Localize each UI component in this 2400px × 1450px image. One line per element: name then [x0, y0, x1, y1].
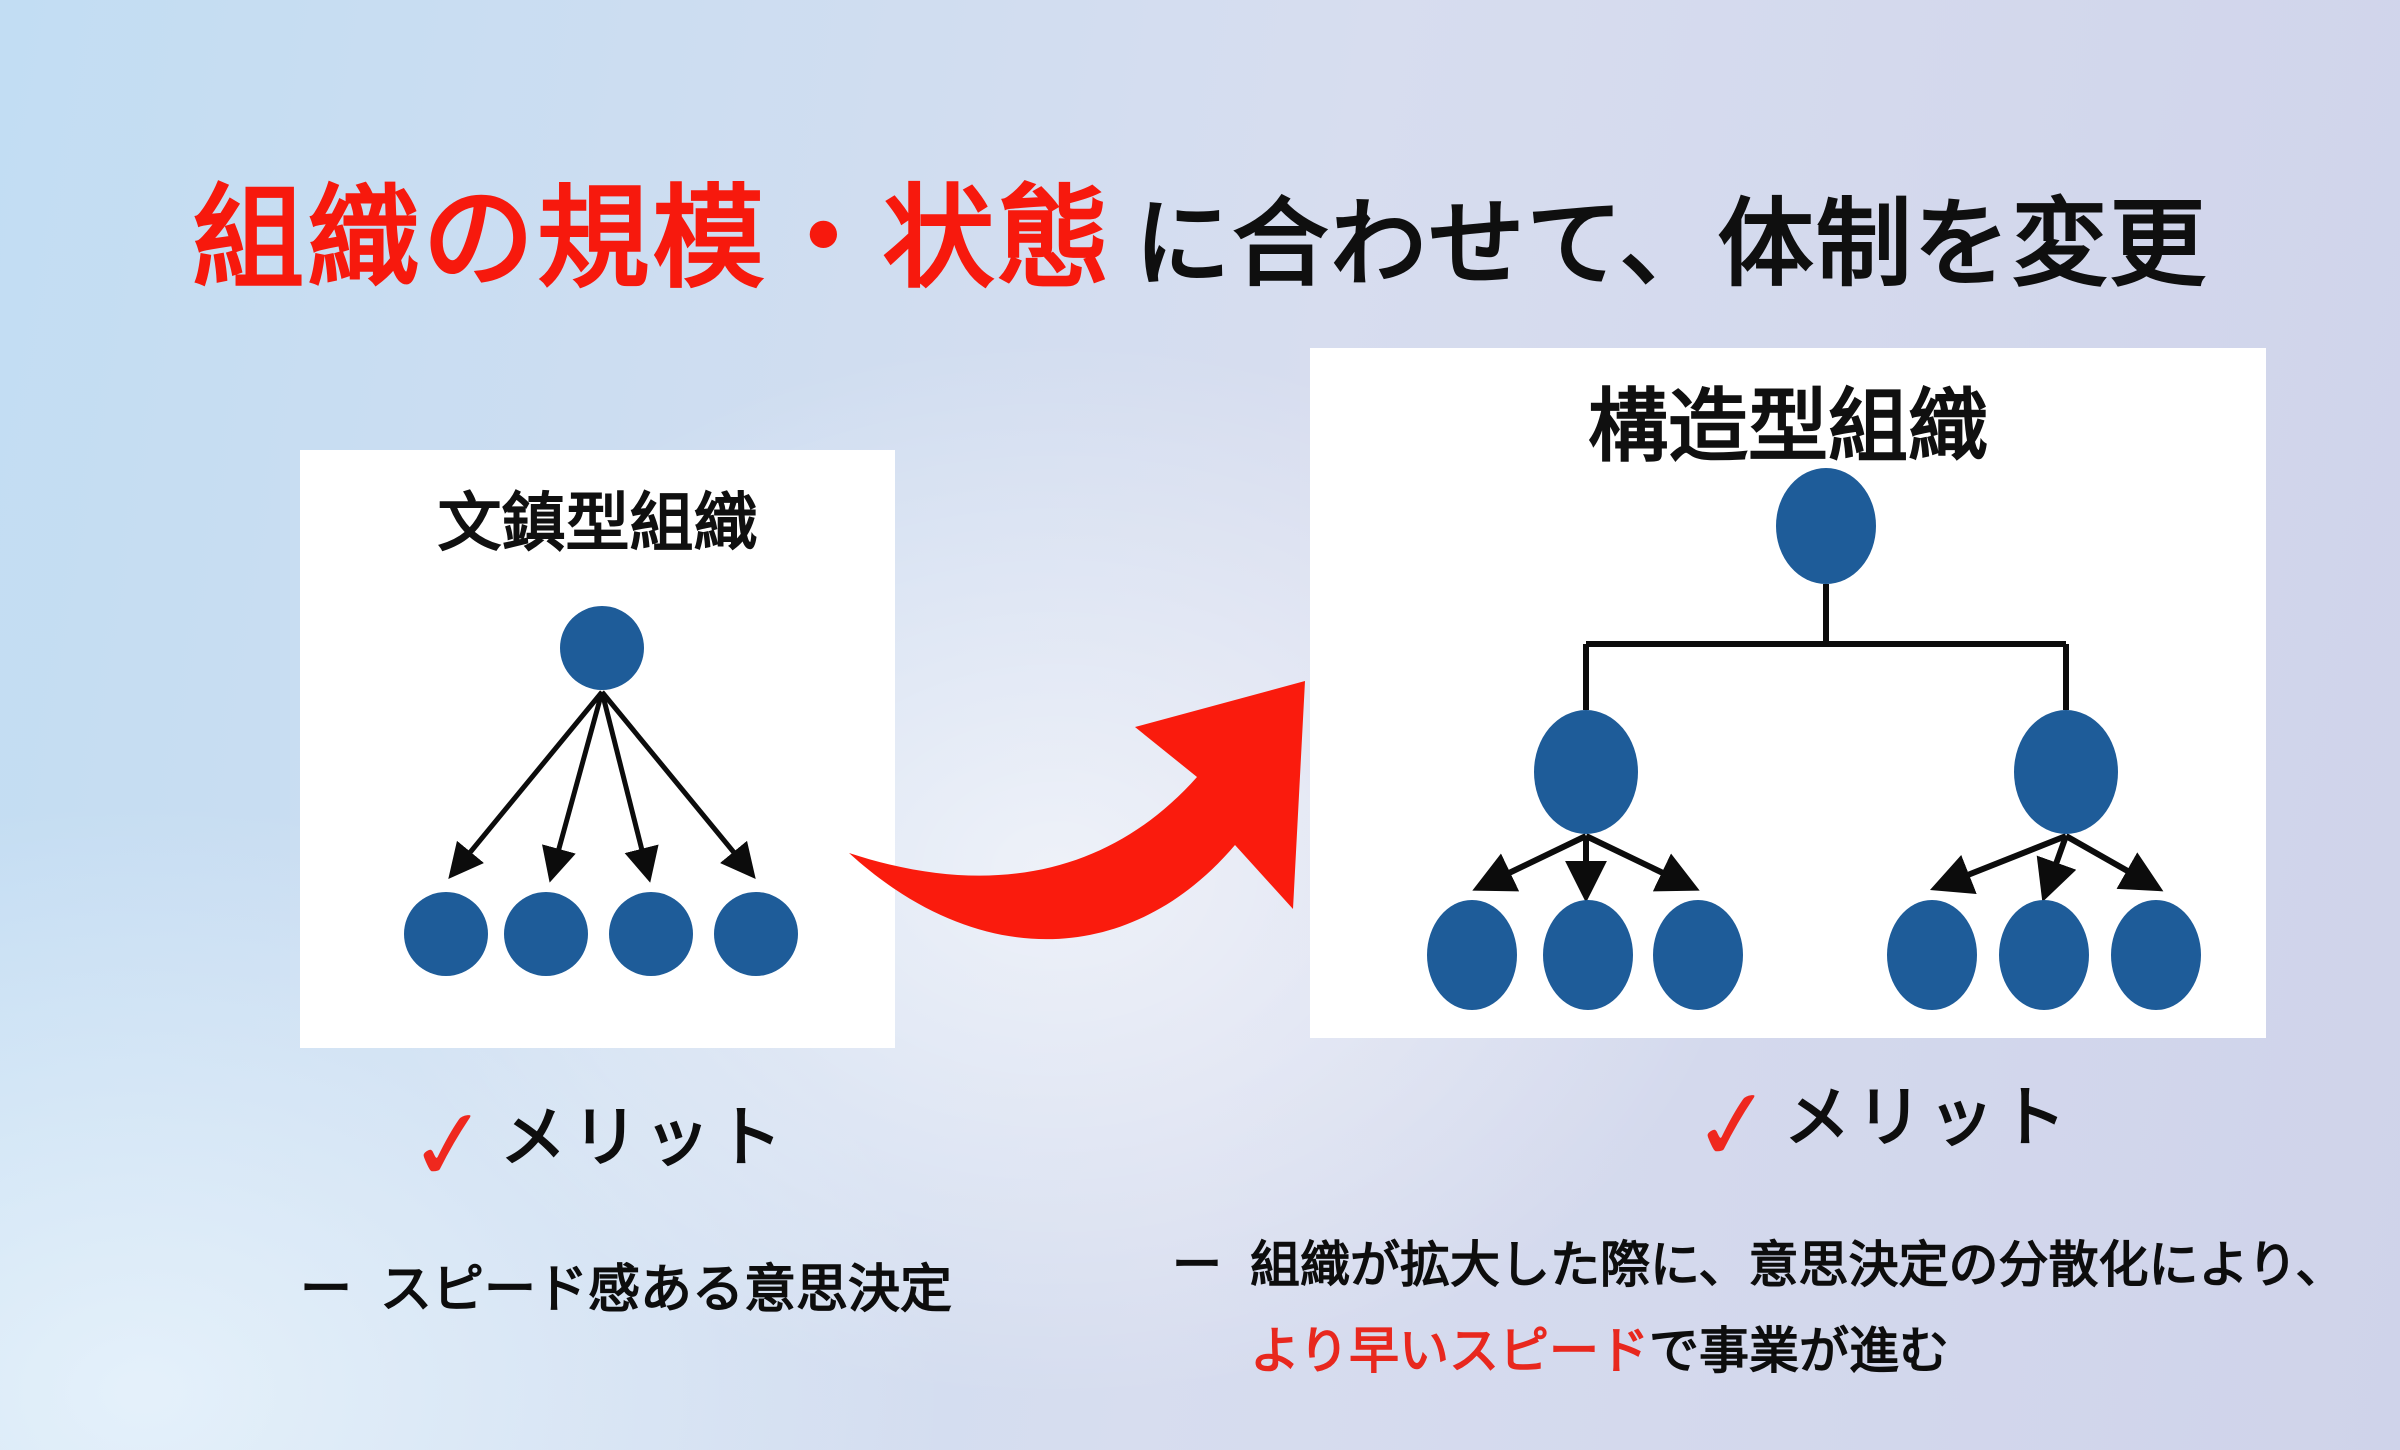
page-title-rest: に合わせて、体制を変更 [1134, 191, 2208, 298]
right-merit-bullet-text: 組織が拡大した際に、意思決定の分散化により、 より早いスピードで事業が進む [1250, 1222, 2400, 1394]
bullet-line2-rest: で事業が進む [1649, 1323, 1949, 1379]
flat-org-arrows [448, 690, 756, 883]
bullet-dash: ー [300, 1261, 353, 1319]
flat-org-panel: 文鎮型組織 [300, 450, 895, 1048]
org-node [609, 892, 693, 976]
structured-org-title: 構造型組織 [1588, 382, 1988, 471]
left-merit-bullet: ー スピード感ある意思決定 [300, 1258, 952, 1323]
right-merit-header: ✓ メリット [1686, 1066, 2073, 1184]
org-node [1653, 900, 1743, 1010]
org-node [2111, 900, 2201, 1010]
red-transition-arrow-icon [849, 681, 1305, 940]
structured-org-connectors [1583, 584, 2069, 710]
left-merit-header: ✓ メリット [402, 1086, 789, 1204]
org-node-leader [1776, 468, 1876, 584]
flat-org-title: 文鎮型組織 [437, 487, 758, 559]
checkmark-icon: ✓ [402, 1086, 496, 1204]
org-node [1999, 900, 2089, 1010]
org-node [1887, 900, 1977, 1010]
bullet-dash: ー [1172, 1237, 1222, 1293]
org-node-leader [560, 606, 644, 690]
structured-org-arrows [1472, 833, 2164, 903]
structured-org-panel: 構造型組織 [1310, 348, 2266, 1038]
page-title-highlight: 組織の規模・状態 [192, 176, 1113, 301]
page-title: 組織の規模・状態に合わせて、体制を変更 [0, 148, 2400, 310]
structured-org-tree-diagram [1427, 468, 2201, 1010]
left-merit-label: メリット [500, 1100, 789, 1174]
checkmark-icon: ✓ [1686, 1066, 1780, 1184]
org-node-manager [1534, 710, 1638, 834]
flat-org-tree-diagram [404, 606, 798, 976]
left-merit-bullet-text: スピード感ある意思決定 [380, 1261, 953, 1319]
org-node [1543, 900, 1633, 1010]
org-node [1427, 900, 1517, 1010]
right-merit-bullet-line1: 組織が拡大した際に、意思決定の分散化により、 [1250, 1237, 2346, 1293]
org-node [404, 892, 488, 976]
org-node [714, 892, 798, 976]
right-merit-bullet-line2: より早いスピードで事業が進む [1250, 1323, 1949, 1379]
right-merit-bullet: ー 組織が拡大した際に、意思決定の分散化により、 より早いスピードで事業が進む [1172, 1222, 2400, 1394]
right-merit-label: メリット [1784, 1080, 2073, 1154]
org-node [504, 892, 588, 976]
org-node-manager [2014, 710, 2118, 834]
bullet-line2-highlight: より早いスピード [1250, 1323, 1649, 1379]
